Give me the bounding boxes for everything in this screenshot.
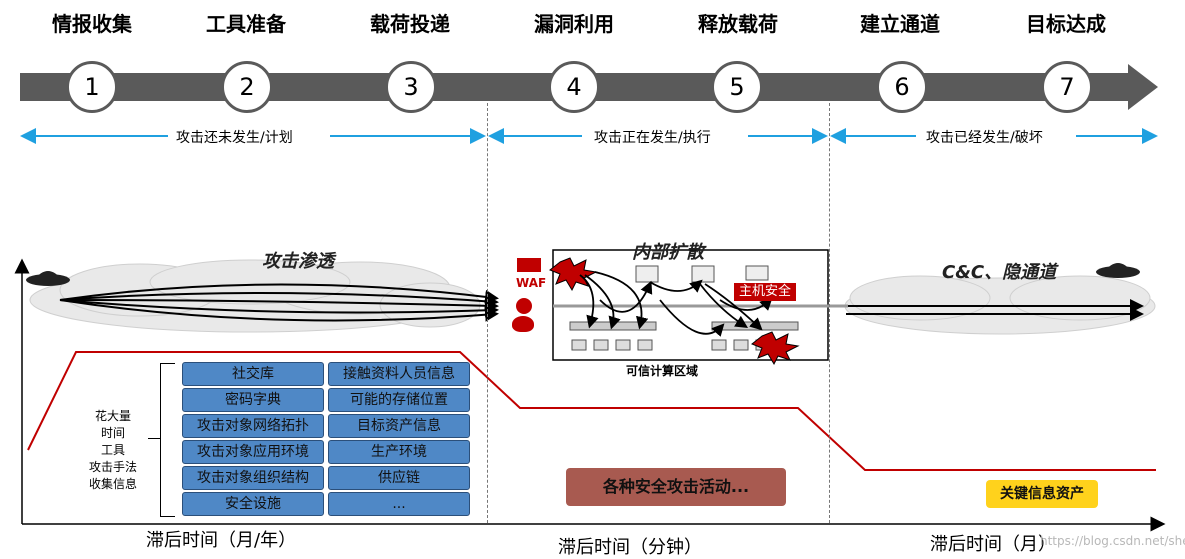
info-collect-line-1: 花大量	[94, 409, 131, 423]
watermark: https://blog.csdn.net/sherlockmj	[1040, 534, 1185, 548]
info-box: 可能的存储位置	[328, 388, 470, 412]
stage-4-circle: 4	[548, 61, 600, 113]
cc-channel-lines	[846, 299, 1144, 321]
info-box: 密码字典	[182, 388, 324, 412]
info-collect-line-2: 时间	[100, 426, 125, 440]
stage-5-name: 释放载荷	[698, 12, 778, 36]
hacker-hat-icon-right	[1096, 263, 1140, 278]
security-activities-box: 各种安全攻击活动...	[566, 468, 786, 506]
exposure-curve	[27, 351, 1156, 471]
axis-label-damage: 滞后时间（月）	[930, 534, 1056, 555]
info-box: 社交库	[182, 362, 324, 386]
bug-icon	[512, 316, 534, 332]
info-box: ...	[328, 492, 470, 516]
hacker-hat-icon	[26, 271, 70, 286]
info-collect-bracket	[160, 363, 175, 517]
axis-label-exec: 滞后时间（分钟）	[558, 537, 702, 558]
info-box: 生产环境	[328, 440, 470, 464]
internal-spread-paths	[579, 271, 773, 337]
stage-4-name: 漏洞利用	[534, 12, 614, 36]
timeline-arrowhead	[1128, 64, 1158, 110]
axis-label-plan: 滞后时间（月/年）	[146, 530, 297, 551]
server-icon	[635, 265, 769, 283]
attack-paths	[59, 283, 499, 322]
phase-divider-1	[487, 103, 488, 523]
internal-spread-label: 内部扩散	[632, 242, 704, 263]
virus-burst-icon	[549, 257, 800, 366]
info-box: 攻击对象应用环境	[182, 440, 324, 464]
attack-cloud-label: 攻击渗透	[262, 251, 334, 272]
info-box: 攻击对象网络拓扑	[182, 414, 324, 438]
info-box: 接触资料人员信息	[328, 362, 470, 386]
phase-exec-label: 攻击正在发生/执行	[586, 127, 719, 147]
info-collect-line-3: 工具	[100, 443, 125, 457]
bracket-stem	[148, 438, 160, 439]
host-security-badge: 主机安全	[734, 283, 796, 301]
key-asset-box: 关键信息资产	[986, 480, 1098, 508]
trusted-zone-label: 可信计算区域	[626, 364, 699, 378]
info-collect-line-5: 收集信息	[88, 477, 137, 491]
cc-channel-label: C&C、隐通道	[942, 262, 1057, 283]
stage-2-name: 工具准备	[206, 12, 286, 36]
stage-1-name: 情报收集	[52, 12, 132, 36]
info-collect-label: 花大量 时间 工具 攻击手法 收集信息	[78, 408, 148, 493]
stage-2-circle: 2	[221, 61, 273, 113]
stage-6-circle: 6	[876, 61, 928, 113]
info-box: 安全设施	[182, 492, 324, 516]
stage-3-name: 载荷投递	[370, 12, 450, 36]
stage-7-name: 目标达成	[1026, 12, 1106, 36]
info-box: 目标资产信息	[328, 414, 470, 438]
stage-1-circle: 1	[66, 61, 118, 113]
stage-3-circle: 3	[385, 61, 437, 113]
info-collect-line-4: 攻击手法	[88, 460, 137, 474]
info-box: 供应链	[328, 466, 470, 490]
phase-plan-label: 攻击还未发生/计划	[168, 127, 301, 147]
phase-divider-2	[829, 103, 830, 523]
waf-label: WAF	[516, 276, 547, 290]
info-box: 攻击对象组织结构	[182, 466, 324, 490]
waf-icon	[517, 258, 541, 272]
magnifier-icon	[516, 298, 532, 314]
stage-5-circle: 5	[711, 61, 763, 113]
phase-damage-label: 攻击已经发生/破坏	[918, 127, 1051, 147]
stage-6-name: 建立通道	[860, 12, 940, 36]
stage-7-circle: 7	[1041, 61, 1093, 113]
